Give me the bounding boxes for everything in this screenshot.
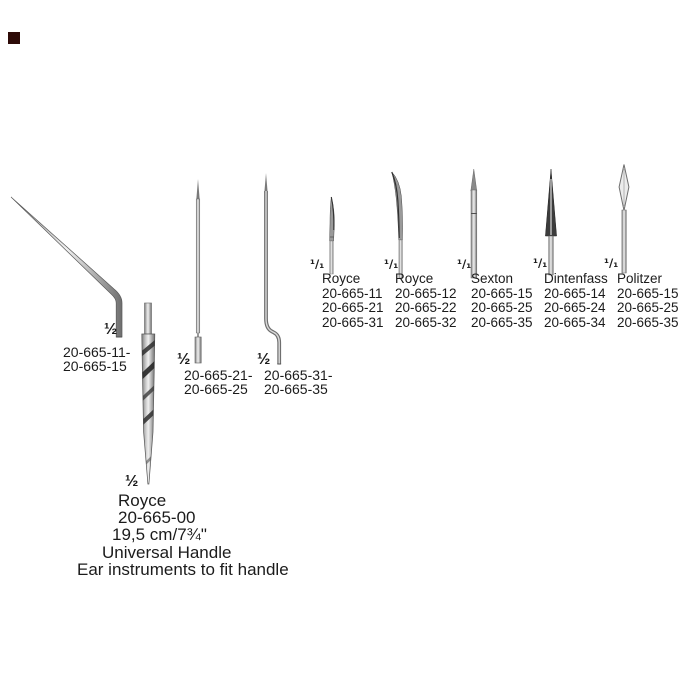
straight-needle-codes: 20-665-21- 20-665-25 bbox=[184, 367, 253, 397]
handle-drawing bbox=[141, 302, 156, 485]
tip-code: 20-665-25 bbox=[471, 300, 533, 316]
tip-scale: ¹/₁ bbox=[604, 256, 619, 270]
bayonet-needle-drawing bbox=[264, 173, 282, 365]
tip-column-sexton: Sexton 20-665-15 20-665-25 20-665-35 bbox=[471, 271, 533, 330]
corner-mark bbox=[8, 32, 20, 44]
tip-code: 20-665-12 bbox=[395, 285, 457, 301]
tip-code: 20-665-22 bbox=[395, 300, 457, 316]
tip-code: 20-665-35 bbox=[617, 314, 679, 330]
tip-code: 20-665-21 bbox=[322, 300, 384, 316]
angled-needle-scale: ½ bbox=[104, 321, 118, 338]
tip-code: 20-665-11 bbox=[322, 285, 383, 301]
handle-code: 20-665-00 bbox=[118, 508, 196, 527]
code-line: 20-665-25 bbox=[184, 380, 248, 397]
handle-scale: ½ bbox=[125, 473, 139, 490]
tip-scale: ¹/₁ bbox=[457, 257, 472, 271]
politzer-tip-drawing bbox=[618, 164, 630, 274]
handle-name: Royce bbox=[118, 491, 167, 510]
code-line: 20-665-35 bbox=[264, 380, 328, 397]
tip-code: 20-665-24 bbox=[544, 300, 606, 316]
straight-needle-drawing bbox=[194, 179, 202, 364]
straight-needle-scale: ½ bbox=[177, 351, 191, 368]
tip-column-dintenfass: Dintenfass 20-665-14 20-665-24 20-665-34 bbox=[544, 271, 608, 330]
tip-column-royce-curved: Royce 20-665-12 20-665-22 20-665-32 bbox=[395, 271, 457, 330]
tip-name: Politzer bbox=[617, 271, 663, 286]
tip-name: Dintenfass bbox=[544, 271, 608, 286]
handle-desc-line1: Universal Handle bbox=[102, 543, 232, 562]
royce-curved-tip-drawing bbox=[391, 171, 403, 279]
tip-scale: ¹/₁ bbox=[384, 257, 399, 271]
tip-column-royce-straight: Royce 20-665-11 20-665-21 20-665-31 bbox=[322, 271, 384, 330]
tip-scale: ¹/₁ bbox=[533, 256, 548, 270]
angled-needle-drawing bbox=[10, 196, 123, 338]
code-line: 20-665-21- bbox=[184, 367, 253, 383]
tip-code: 20-665-35 bbox=[471, 314, 533, 330]
tip-code: 20-665-32 bbox=[395, 314, 457, 330]
bayonet-needle-codes: 20-665-31- 20-665-35 bbox=[264, 367, 333, 397]
code-line: 20-665-11- bbox=[63, 344, 131, 360]
tip-name: Royce bbox=[395, 271, 434, 286]
tip-scale: ¹/₁ bbox=[310, 257, 325, 271]
code-line: 20-665-15 bbox=[63, 357, 127, 374]
royce-straight-tip-drawing bbox=[329, 196, 335, 275]
tip-column-politzer: Politzer 20-665-15 20-665-25 20-665-35 bbox=[617, 271, 679, 330]
handle-size: 19,5 cm/7¾" bbox=[112, 525, 207, 544]
bayonet-needle-scale: ½ bbox=[257, 351, 271, 368]
angled-needle-codes: 20-665-11- 20-665-15 bbox=[63, 344, 131, 374]
sexton-tip-drawing bbox=[470, 168, 478, 279]
tip-code: 20-665-14 bbox=[544, 285, 606, 301]
tip-code: 20-665-15 bbox=[617, 285, 679, 301]
tip-code: 20-665-34 bbox=[544, 314, 606, 330]
tip-code: 20-665-15 bbox=[471, 285, 533, 301]
dintenfass-tip-drawing bbox=[545, 168, 557, 276]
tip-code: 20-665-31 bbox=[322, 314, 384, 330]
handle-desc-line2: Ear instruments to fit handle bbox=[77, 560, 289, 579]
tip-name: Royce bbox=[322, 271, 361, 286]
tip-name: Sexton bbox=[471, 271, 514, 286]
tip-code: 20-665-25 bbox=[617, 300, 679, 316]
code-line: 20-665-31- bbox=[264, 367, 333, 383]
